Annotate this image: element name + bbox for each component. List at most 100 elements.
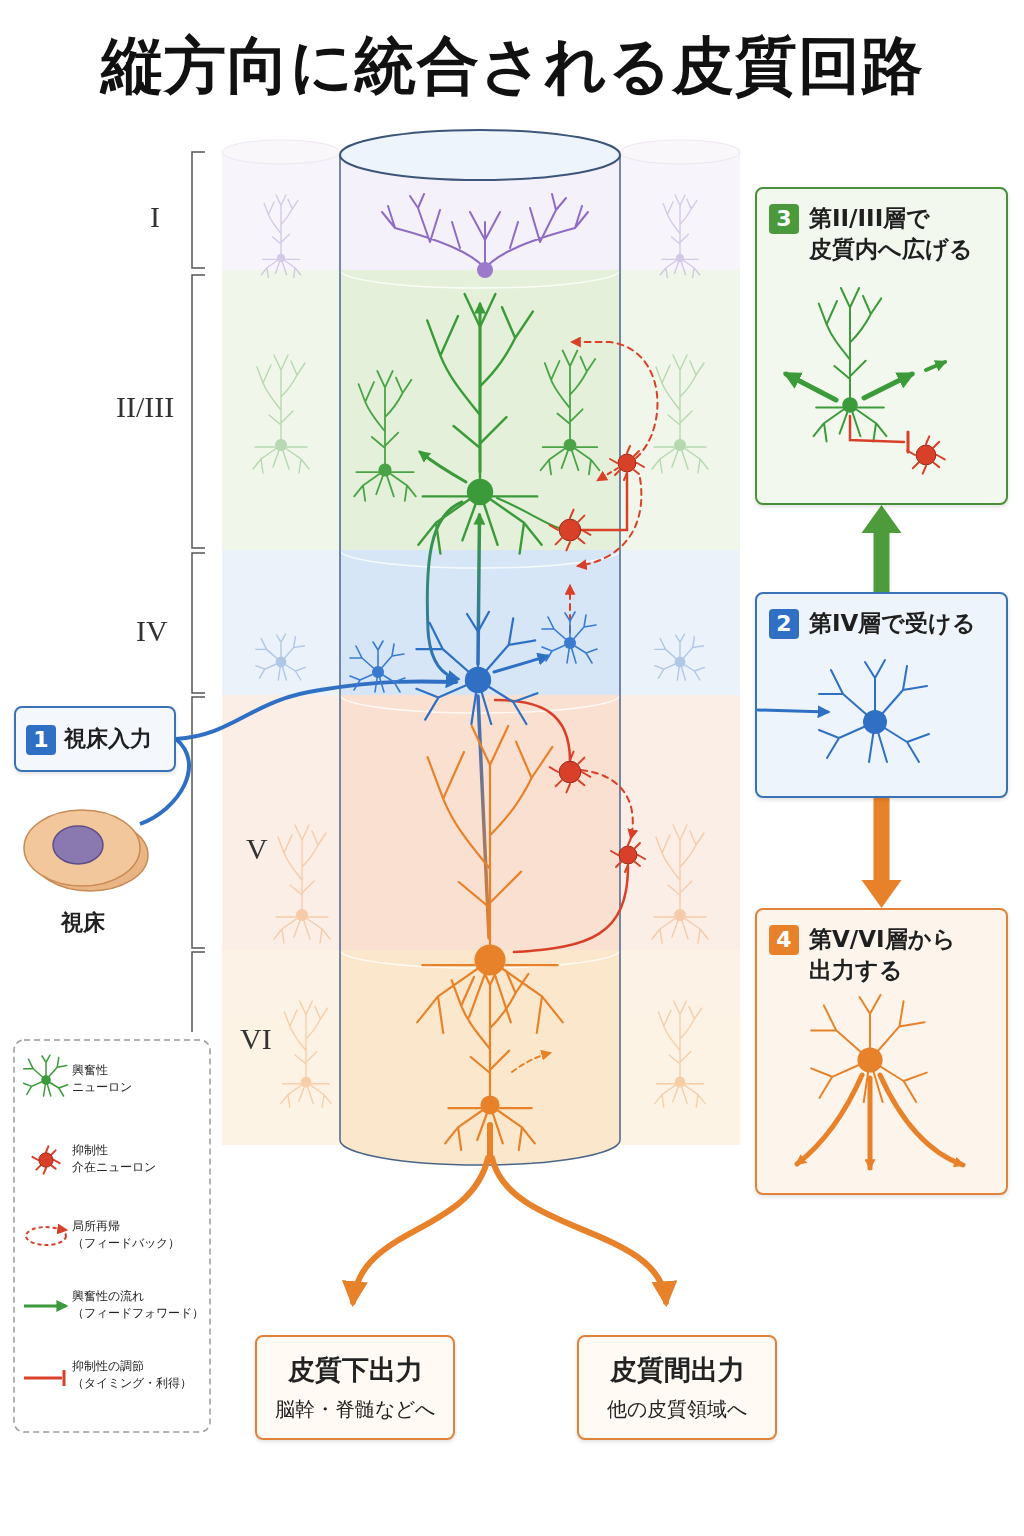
column-neurons (417, 726, 563, 1033)
side-columns (222, 550, 740, 695)
box3-neuron (907, 432, 910, 452)
central-column (339, 155, 341, 1140)
side-columns (222, 152, 740, 270)
legend-box (14, 1040, 210, 1432)
layer-brackets (192, 152, 205, 268)
circuit-lines (581, 770, 633, 838)
layer-label: I (150, 200, 160, 234)
ghost-neurons (274, 825, 330, 943)
column-neurons (416, 612, 537, 724)
layer-label: II/III (116, 390, 174, 424)
box3-neuron (850, 416, 904, 442)
central-column (340, 155, 620, 270)
ghost-neurons (660, 195, 699, 278)
connector (862, 798, 902, 908)
layer-brackets (192, 697, 205, 948)
layer-I-neuron (477, 262, 493, 278)
layer-brackets (192, 553, 205, 693)
callout-number: 4 (769, 925, 799, 955)
side-columns (620, 140, 740, 164)
circuit-lines (353, 1158, 488, 1302)
box3-neuron (786, 374, 836, 400)
legend-box (24, 1377, 62, 1380)
layer-label: IV (136, 614, 168, 648)
side-columns (222, 950, 740, 1145)
box3-neuron (864, 374, 912, 398)
legend-box (63, 1370, 66, 1386)
node-text: 視床 (61, 908, 105, 938)
central-column (340, 130, 620, 1165)
step-box: 3 第II/III層で 皮質内へ広げる (755, 187, 1008, 505)
box3-neuron (907, 436, 944, 473)
thalamus-node: 視床 (25, 800, 140, 938)
thalamus-shape (53, 826, 103, 864)
callout-number: 3 (769, 204, 799, 234)
connector-line (874, 798, 890, 884)
column-neurons (541, 351, 600, 475)
thalamus-shape (24, 810, 140, 886)
box4-neuron (811, 995, 927, 1102)
box4-neuron (797, 1075, 862, 1164)
legend-text: 興奮性の流れ （フィードフォワード） (72, 1288, 208, 1322)
column-neurons (611, 838, 645, 872)
column-neurons (350, 641, 405, 692)
circuit-lines (494, 656, 548, 672)
node-text: 第II/III層で 皮質内へ広げる (809, 203, 992, 265)
circuit-lines (512, 1053, 550, 1072)
central-column (619, 155, 621, 1140)
central-column (340, 550, 620, 695)
legend-text: 抑制性 介在ニューロン (72, 1142, 164, 1176)
side-columns (222, 270, 740, 550)
step-box: 4 第V/VI層から 出力する (755, 908, 1008, 1195)
node-text: 皮質間出力 (610, 1352, 745, 1388)
layer-label: VI (240, 1022, 272, 1056)
layer-I-neuron (382, 194, 588, 268)
circuit-lines (569, 586, 571, 632)
legend-box (14, 1040, 210, 1432)
circuit-lines (578, 478, 641, 566)
thalamus-shape (24, 810, 148, 891)
central-column (340, 1140, 620, 1165)
ghost-neurons (655, 1001, 705, 1107)
column-neurons (418, 294, 541, 554)
box4-neuron (797, 995, 963, 1168)
layer-brackets (192, 275, 205, 548)
legend-text: 局所再帰 （フィードバック） (72, 1218, 186, 1252)
step-box: 2第IV層で受ける (755, 592, 1008, 798)
circuit-lines (572, 342, 657, 458)
input-box: 1 視床入力 (14, 706, 176, 772)
box2-neuron (819, 660, 929, 762)
circuit-lines (497, 498, 559, 528)
ghost-neurons (256, 634, 305, 680)
circuit-lines (598, 468, 618, 480)
callout-number: 1 (26, 725, 56, 755)
circuit-lines (492, 1158, 666, 1302)
side-columns (222, 140, 740, 1145)
circuit-lines (420, 452, 466, 482)
connector-line (874, 529, 890, 592)
circuit-lines (580, 474, 627, 530)
legend-text: 興奮性 ニューロン (72, 1062, 142, 1096)
circuit-lines (487, 1125, 493, 1160)
layer-brackets (192, 952, 205, 1032)
connector (862, 505, 902, 592)
ghost-neurons (253, 195, 708, 1107)
node-text: 脳幹・脊髄などへ (275, 1396, 435, 1423)
ghost-neurons (655, 634, 705, 680)
arrow-head (862, 505, 902, 533)
node-text: 第V/VI層から 出力する (809, 924, 992, 986)
ghost-neurons (261, 195, 300, 278)
arrow-head (862, 880, 902, 908)
box2-neuron (758, 710, 828, 712)
legend-box (58, 1229, 66, 1230)
circuit-lines (427, 502, 462, 679)
central-column (340, 695, 620, 950)
diagram-title: 縦方向に統合される皮質回路 (0, 24, 1024, 108)
node-text: 視床入力 (64, 724, 152, 754)
circuit-lines (478, 696, 489, 938)
output-box: 皮質間出力他の皮質領域へ (577, 1335, 777, 1440)
node-text: 他の皮質領域へ (607, 1396, 747, 1423)
layer-brackets (192, 152, 205, 1032)
legend-box (24, 1055, 68, 1096)
